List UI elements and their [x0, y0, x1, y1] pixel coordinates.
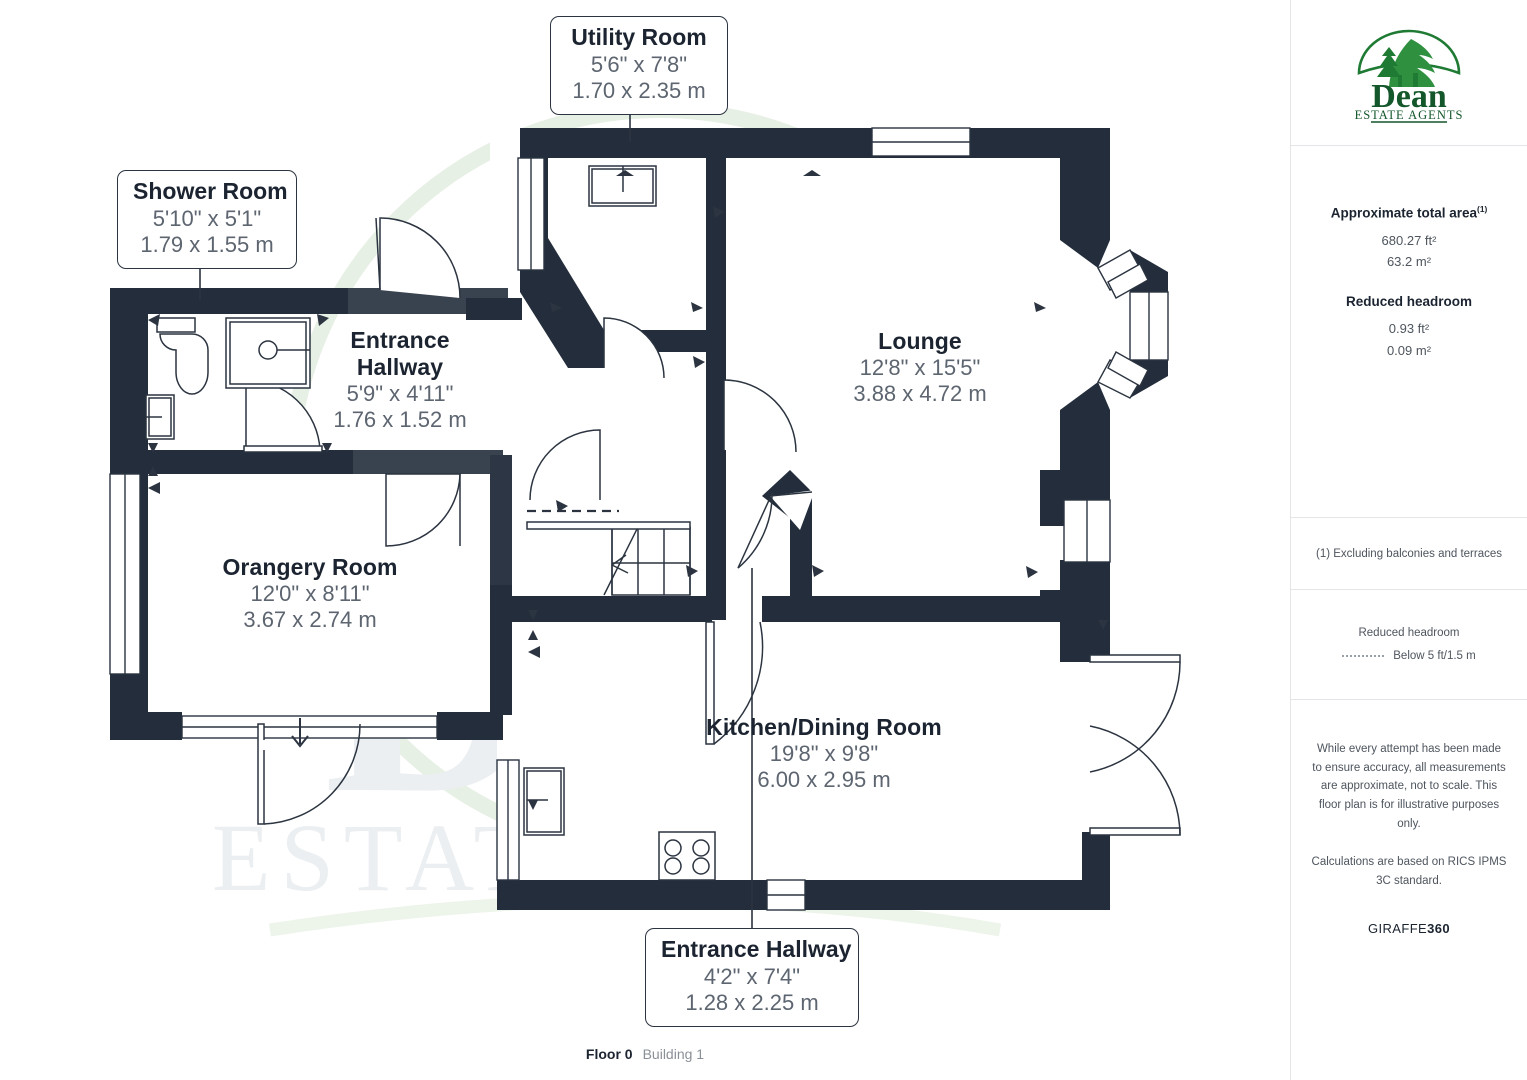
room-dim-imperial: 4'2" x 7'4": [703, 963, 801, 989]
room-dim-imperial: 5'6" x 7'8": [590, 51, 688, 77]
provider-brand-light: GIRAFFE: [1367, 921, 1428, 937]
info-sidebar: Dean ESTATE AGENTS Approximate total are…: [1290, 0, 1527, 1080]
room-name-line2: Hallway: [356, 354, 444, 381]
footer-building: Building 1: [642, 1046, 705, 1062]
area-value-ft: 680.27 ft²: [1381, 232, 1437, 248]
kitchen-sink: [523, 767, 565, 836]
room-name: Shower Room: [133, 178, 288, 204]
room-dim-metric: 3.67 x 2.74 m: [243, 607, 377, 633]
disclaimer-block: While every attempt has been made to ens…: [1291, 700, 1527, 1080]
room-name: Orangery Room: [222, 554, 398, 580]
room-label-kitchen-dining: Kitchen/Dining Room 19'8" x 9'8" 6.00 x …: [680, 714, 968, 793]
area-summary: Approximate total area(1) 680.27 ft² 63.…: [1291, 146, 1527, 518]
room-dim-metric: 1.76 x 1.52 m: [333, 407, 467, 433]
area-value-m: 63.2 m²: [1386, 253, 1432, 269]
dotted-line-icon: [1342, 655, 1385, 657]
doors: [243, 217, 1181, 836]
headroom-value-ft: 0.93 ft²: [1388, 321, 1430, 337]
room-dim-imperial: 5'10" x 5'1": [152, 205, 262, 231]
room-dim-imperial: 19'8" x 9'8": [769, 741, 879, 767]
headroom-heading: Reduced headroom: [1345, 294, 1473, 310]
room-name: Kitchen/Dining Room: [706, 714, 942, 740]
room-dim-metric: 3.88 x 4.72 m: [853, 381, 987, 407]
shower-tray: [225, 317, 311, 389]
walls: [110, 128, 1168, 910]
room-label-orangery: Orangery Room 12'0" x 8'11" 3.67 x 2.74 …: [190, 554, 430, 633]
room-dim-imperial: 12'0" x 8'11": [250, 581, 370, 607]
room-dim-metric: 6.00 x 2.95 m: [757, 767, 891, 793]
area-heading-footnote: (1): [1477, 204, 1488, 214]
dean-tree-logo-icon: Dean ESTATE AGENTS: [1355, 29, 1464, 123]
headroom-legend-heading: Reduced headroom: [1358, 627, 1460, 639]
area-heading-text: Approximate total area: [1330, 205, 1478, 221]
logo-tagline: ESTATE AGENTS: [1355, 108, 1464, 122]
room-dim-imperial: 5'9" x 4'11": [346, 381, 454, 407]
room-callout-shower: Shower Room 5'10" x 5'1" 1.79 x 1.55 m: [117, 170, 297, 270]
excluding-note: (1) Excluding balconies and terraces: [1291, 518, 1527, 590]
footer-floor: Floor 0: [585, 1046, 633, 1062]
logo-wordmark: Dean: [1371, 78, 1447, 115]
room-name-line1: Entrance: [350, 327, 450, 353]
measure-arrows: [148, 170, 1108, 810]
room-dim-metric: 1.79 x 1.55 m: [140, 231, 274, 257]
headroom-value-m: 0.09 m²: [1386, 342, 1432, 358]
headroom-legend-key: Below 5 ft/1.5 m: [1342, 650, 1476, 662]
room-name: Utility Room: [571, 24, 707, 50]
staircase: [526, 509, 691, 596]
room-name: Lounge: [878, 328, 962, 354]
wash-basin: [145, 394, 175, 440]
room-label-lounge: Lounge 12'8" x 15'5" 3.88 x 4.72 m: [820, 328, 1020, 407]
toilet-fixture: [156, 317, 209, 395]
area-heading: Approximate total area(1): [1301, 204, 1517, 221]
room-dim-metric: 1.70 x 2.35 m: [572, 77, 706, 103]
room-label-entrance-hallway-top: Entrance Hallway 5'9" x 4'11" 1.76 x 1.5…: [302, 327, 498, 433]
brand-logo: Dean ESTATE AGENTS: [1291, 0, 1527, 146]
disclaimer-standard: Calculations are based on RICS IPMS 3C s…: [1311, 856, 1507, 887]
excluding-note-text: (1) Excluding balconies and terraces: [1315, 547, 1503, 560]
headroom-legend-label: Below 5 ft/1.5 m: [1393, 650, 1476, 662]
windows: [109, 127, 1169, 911]
room-dim-metric: 1.28 x 2.25 m: [685, 989, 819, 1015]
hob-fixture: [658, 831, 716, 881]
provider-brand-bold: 360: [1427, 921, 1451, 937]
provider-brand: GIRAFFE360: [1311, 918, 1507, 939]
room-name: Entrance Hallway: [661, 936, 852, 962]
room-dim-imperial: 12'8" x 15'5": [859, 355, 981, 381]
room-callout-entrance-hallway-bottom: Entrance Hallway 4'2" x 7'4" 1.28 x 2.25…: [645, 928, 859, 1028]
floorplan-canvas: Dean ESTATE AGENTS: [0, 16, 1290, 1062]
disclaimer-accuracy: While every attempt has been made to ens…: [1312, 743, 1506, 830]
headroom-legend: Reduced headroom Below 5 ft/1.5 m: [1291, 590, 1527, 700]
room-callout-utility: Utility Room 5'6" x 7'8" 1.70 x 2.35 m: [550, 16, 728, 116]
floorplan-drawing: Dean ESTATE AGENTS: [109, 102, 1181, 937]
plan-footer: Floor 0 Building 1: [0, 1046, 1290, 1062]
